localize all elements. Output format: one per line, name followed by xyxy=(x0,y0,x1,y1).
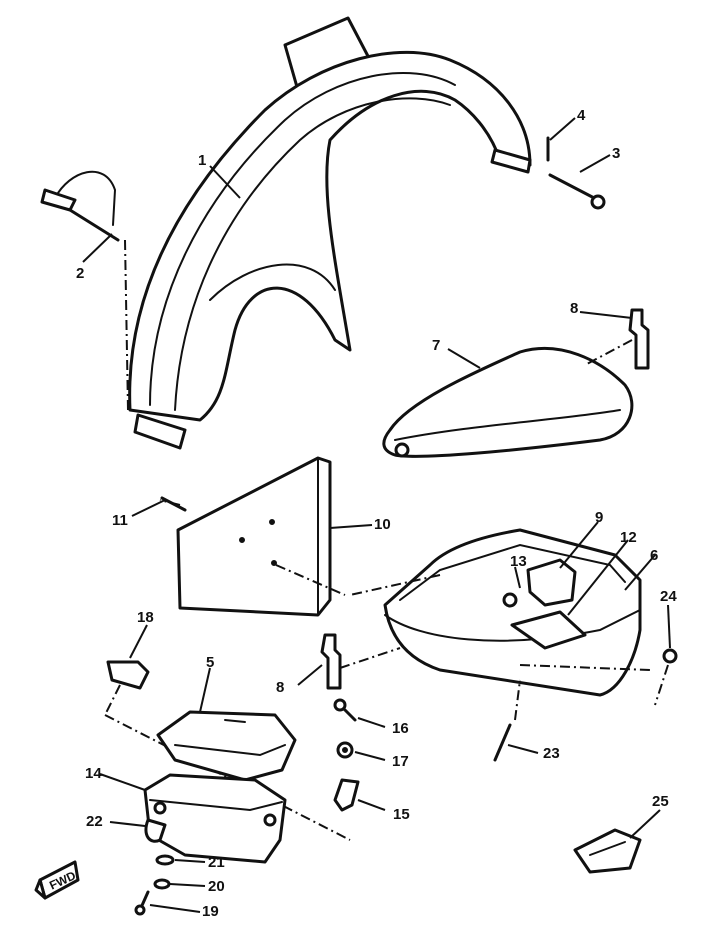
callout-19: 19 xyxy=(202,903,219,920)
bracket-bottom xyxy=(320,633,401,690)
side-panel xyxy=(159,456,346,617)
strap xyxy=(144,818,167,843)
battery-cover xyxy=(156,710,297,782)
callout-numbers: 1 2 3 4 5 6 7 8 8 9 10 11 12 13 14 15 16… xyxy=(76,107,677,920)
callout-16: 16 xyxy=(392,720,409,737)
washer-20 xyxy=(153,878,171,890)
callout-11: 11 xyxy=(112,512,128,529)
grommet xyxy=(573,828,642,874)
leader-lines xyxy=(82,117,671,913)
callout-14: 14 xyxy=(85,765,102,782)
seat-cover xyxy=(382,347,634,458)
callout-22: 22 xyxy=(86,813,103,830)
callout-20: 20 xyxy=(208,878,225,895)
callout-25: 25 xyxy=(652,793,669,810)
callout-17: 17 xyxy=(392,753,409,770)
screw xyxy=(160,496,187,512)
callout-10: 10 xyxy=(374,516,391,533)
callout-2: 2 xyxy=(76,265,84,282)
callout-8-bottom: 8 xyxy=(276,679,284,696)
callout-8-top: 8 xyxy=(570,300,578,317)
callout-7: 7 xyxy=(432,337,440,354)
bolt-23 xyxy=(493,679,521,762)
cable-clip xyxy=(40,170,129,411)
bracket-top xyxy=(584,308,650,370)
clip-18 xyxy=(104,660,351,841)
bolt-and-pin xyxy=(546,136,606,210)
battery-box xyxy=(143,773,287,864)
callout-24: 24 xyxy=(660,588,677,605)
callout-23: 23 xyxy=(543,745,560,762)
tray-housing xyxy=(349,528,651,697)
callout-13: 13 xyxy=(510,553,527,570)
callout-1: 1 xyxy=(198,152,206,169)
forward-arrow-icon: FWD xyxy=(34,860,80,900)
bracket-15 xyxy=(333,778,360,812)
nut-24 xyxy=(654,648,678,706)
callout-4: 4 xyxy=(577,107,586,124)
rear-fender xyxy=(128,16,532,450)
callout-6: 6 xyxy=(650,547,658,564)
bolt-16 xyxy=(333,698,357,722)
callout-3: 3 xyxy=(612,145,620,162)
callout-21: 21 xyxy=(208,854,225,871)
bolt-19 xyxy=(134,890,150,916)
callout-5: 5 xyxy=(206,654,214,671)
callout-15: 15 xyxy=(393,806,410,823)
callout-12: 12 xyxy=(620,529,637,546)
callout-9: 9 xyxy=(595,509,603,526)
washer-17 xyxy=(336,741,354,759)
washer-21 xyxy=(155,854,175,866)
callout-18: 18 xyxy=(137,609,154,626)
